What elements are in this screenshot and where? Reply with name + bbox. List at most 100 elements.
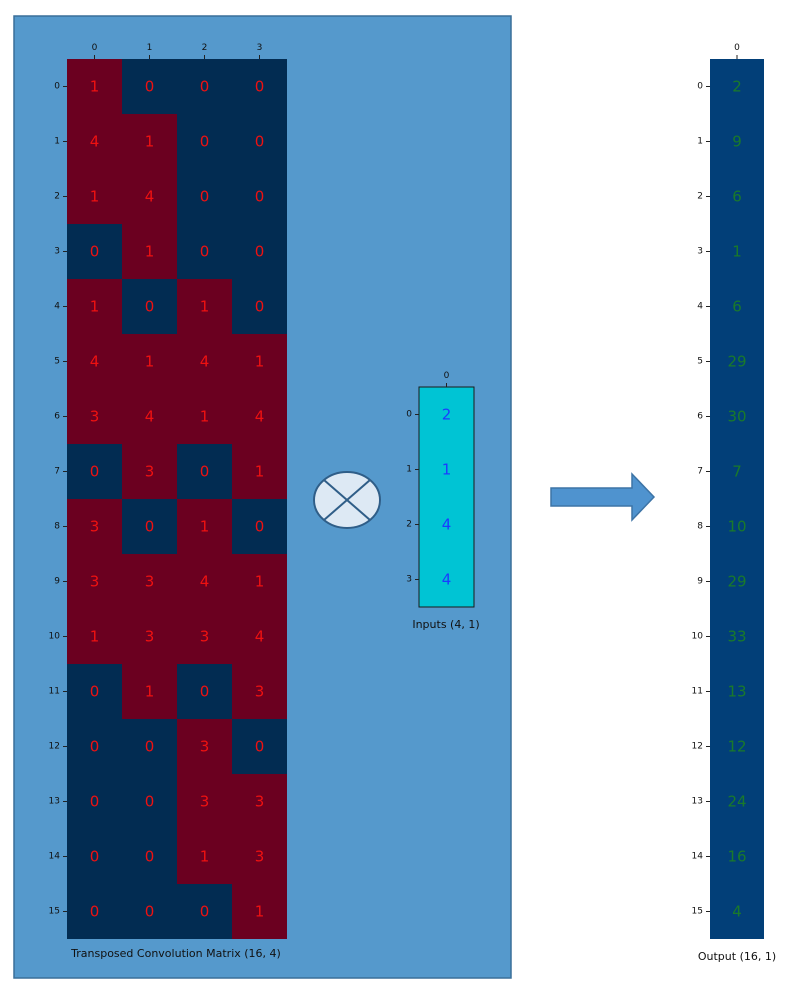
output-cell-value: 2	[732, 78, 742, 96]
matrix-cell	[232, 389, 287, 444]
matrix-cell-value: 3	[200, 628, 210, 646]
matrix-cell-value: 0	[145, 848, 155, 866]
matrix-cell	[177, 829, 232, 884]
matrix-row-tick-label: 1	[54, 137, 60, 147]
matrix-cell	[67, 114, 122, 169]
inputs-row-tick-label: 0	[406, 410, 412, 420]
output-row-tick-label: 4	[697, 302, 703, 312]
matrix-cell-value: 1	[90, 628, 100, 646]
output-cell-value: 24	[727, 793, 746, 811]
output-cell-value: 30	[727, 408, 746, 426]
matrix-cell	[67, 774, 122, 829]
matrix-cell-value: 1	[255, 353, 265, 371]
matrix-cell-value: 1	[200, 298, 210, 316]
output-row-tick-label: 11	[692, 687, 703, 697]
matrix-cell-value: 4	[200, 573, 210, 591]
output-cell-value: 33	[727, 628, 746, 646]
matrix-cell	[122, 334, 177, 389]
output-row-tick-label: 1	[697, 137, 703, 147]
matrix-cell-value: 3	[255, 793, 265, 811]
matrix-cell	[177, 774, 232, 829]
inputs-cell-value: 1	[442, 461, 452, 479]
matrix-cell-value: 1	[200, 518, 210, 536]
matrix-cell-value: 0	[90, 848, 100, 866]
matrix-cell-value: 0	[145, 738, 155, 756]
matrix-cell	[232, 499, 287, 554]
matrix-cell	[67, 389, 122, 444]
matrix-cell-value: 0	[90, 463, 100, 481]
inputs-cell-value: 4	[442, 571, 452, 589]
matrix-cell	[122, 444, 177, 499]
output-cell-value: 16	[727, 848, 746, 866]
output-row-tick-label: 2	[697, 192, 703, 202]
matrix-cell-value: 0	[255, 298, 265, 316]
matrix-cell	[177, 279, 232, 334]
output-cell	[710, 774, 764, 829]
matrix-cell-value: 3	[200, 793, 210, 811]
matrix-cell	[177, 169, 232, 224]
matrix-row-tick-label: 6	[54, 412, 60, 422]
matrix-cell-value: 3	[145, 628, 155, 646]
inputs-cell	[419, 552, 474, 607]
matrix-cell	[67, 829, 122, 884]
matrix-cell	[122, 499, 177, 554]
output-cell	[710, 444, 764, 499]
matrix-cell-value: 0	[90, 683, 100, 701]
inputs-row-tick-label: 1	[406, 465, 412, 475]
matrix-row-tick-label: 4	[54, 302, 60, 312]
output-cell	[710, 719, 764, 774]
matrix-cell-value: 0	[200, 188, 210, 206]
matrix-cell	[177, 59, 232, 114]
matrix-cell	[177, 499, 232, 554]
output-col-tick-label: 0	[734, 43, 740, 53]
matrix-cell	[177, 334, 232, 389]
matrix-cell-value: 4	[200, 353, 210, 371]
matrix-cell	[122, 554, 177, 609]
output-cell-value: 29	[727, 573, 746, 591]
matrix-cell-value: 1	[90, 188, 100, 206]
output-row-tick-label: 9	[697, 577, 703, 587]
matrix-cell-value: 1	[255, 903, 265, 921]
output-row-tick-label: 8	[697, 522, 703, 532]
matrix-cell-value: 3	[255, 683, 265, 701]
matrix-cell-value: 0	[255, 738, 265, 756]
matrix-cell	[177, 389, 232, 444]
matrix-row-tick-label: 11	[49, 687, 60, 697]
matrix-cell-value: 0	[200, 133, 210, 151]
output-cell	[710, 224, 764, 279]
matrix-cell-value: 0	[90, 903, 100, 921]
matrix-cell	[232, 224, 287, 279]
output-cell-value: 1	[732, 243, 742, 261]
matrix-cell	[177, 719, 232, 774]
output-cell	[710, 334, 764, 389]
matrix-cell-value: 1	[145, 133, 155, 151]
matrix-row-tick-label: 2	[54, 192, 60, 202]
matrix-cell-value: 1	[255, 463, 265, 481]
matrix-cell-value: 1	[200, 848, 210, 866]
matrix-cell	[67, 334, 122, 389]
matrix-cell	[232, 334, 287, 389]
output-row-tick-label: 15	[692, 907, 703, 917]
matrix-cell	[232, 444, 287, 499]
inputs-cell	[419, 387, 474, 442]
matrix-cell-value: 3	[90, 518, 100, 536]
inputs-cell-value: 2	[442, 406, 452, 424]
matrix-cell	[122, 224, 177, 279]
output-row-tick-label: 3	[697, 247, 703, 257]
matrix-cell-value: 0	[255, 78, 265, 96]
output-cell-value: 4	[732, 903, 742, 921]
matrix-cell-value: 1	[255, 573, 265, 591]
matrix-cell-value: 0	[200, 243, 210, 261]
output-cell	[710, 114, 764, 169]
matrix-cell	[232, 609, 287, 664]
matrix-cell-value: 0	[145, 518, 155, 536]
matrix-cell	[232, 169, 287, 224]
matrix-cell-value: 1	[145, 683, 155, 701]
output-cell	[710, 279, 764, 334]
matrix-row-tick-label: 13	[49, 797, 60, 807]
matrix-cell-value: 3	[255, 848, 265, 866]
matrix-row-tick-label: 3	[54, 247, 60, 257]
matrix-row-tick-label: 10	[49, 632, 61, 642]
matrix-cell	[67, 664, 122, 719]
